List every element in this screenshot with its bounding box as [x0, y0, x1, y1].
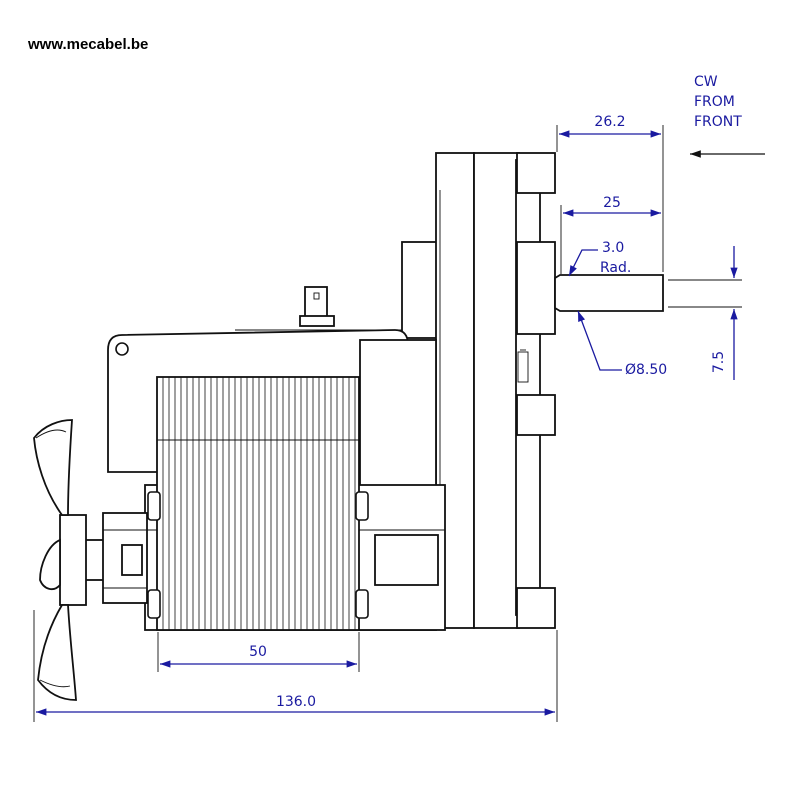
website-label[interactable]: www.mecabel.be [28, 36, 149, 53]
leader-diameter [577, 310, 622, 371]
output-shaft [554, 274, 664, 312]
dimension-labels: 136.0 50 26.2 25 3.0 Rad. Ø8.50 7.5 [249, 114, 727, 710]
extension-lines [33, 125, 742, 722]
gearbox [401, 152, 556, 629]
fan-hub [83, 512, 148, 604]
dim-radius-value: 3.0 [602, 240, 624, 256]
dim-flat-height: 7.5 [711, 351, 727, 373]
cooling-fan [33, 419, 87, 701]
dim-core-width: 50 [249, 644, 267, 660]
dim-shaft-diameter: Ø8.50 [625, 362, 667, 378]
rotation-line-from: FROM [694, 94, 735, 110]
dim-shaft-offset: 26.2 [594, 114, 625, 130]
dimension-lines [36, 130, 738, 716]
dim-overall-length: 136.0 [276, 694, 316, 710]
laminated-core [147, 376, 369, 631]
dim-shaft-length: 25 [603, 195, 621, 211]
rotation-line-front: FRONT [694, 114, 742, 130]
leader-radius [568, 249, 598, 277]
rotation-line-cw: CW [694, 74, 718, 90]
dim-radius-label: Rad. [600, 260, 631, 276]
rotation-label: CW FROM FRONT [694, 74, 742, 130]
terminal-connector [299, 286, 335, 327]
